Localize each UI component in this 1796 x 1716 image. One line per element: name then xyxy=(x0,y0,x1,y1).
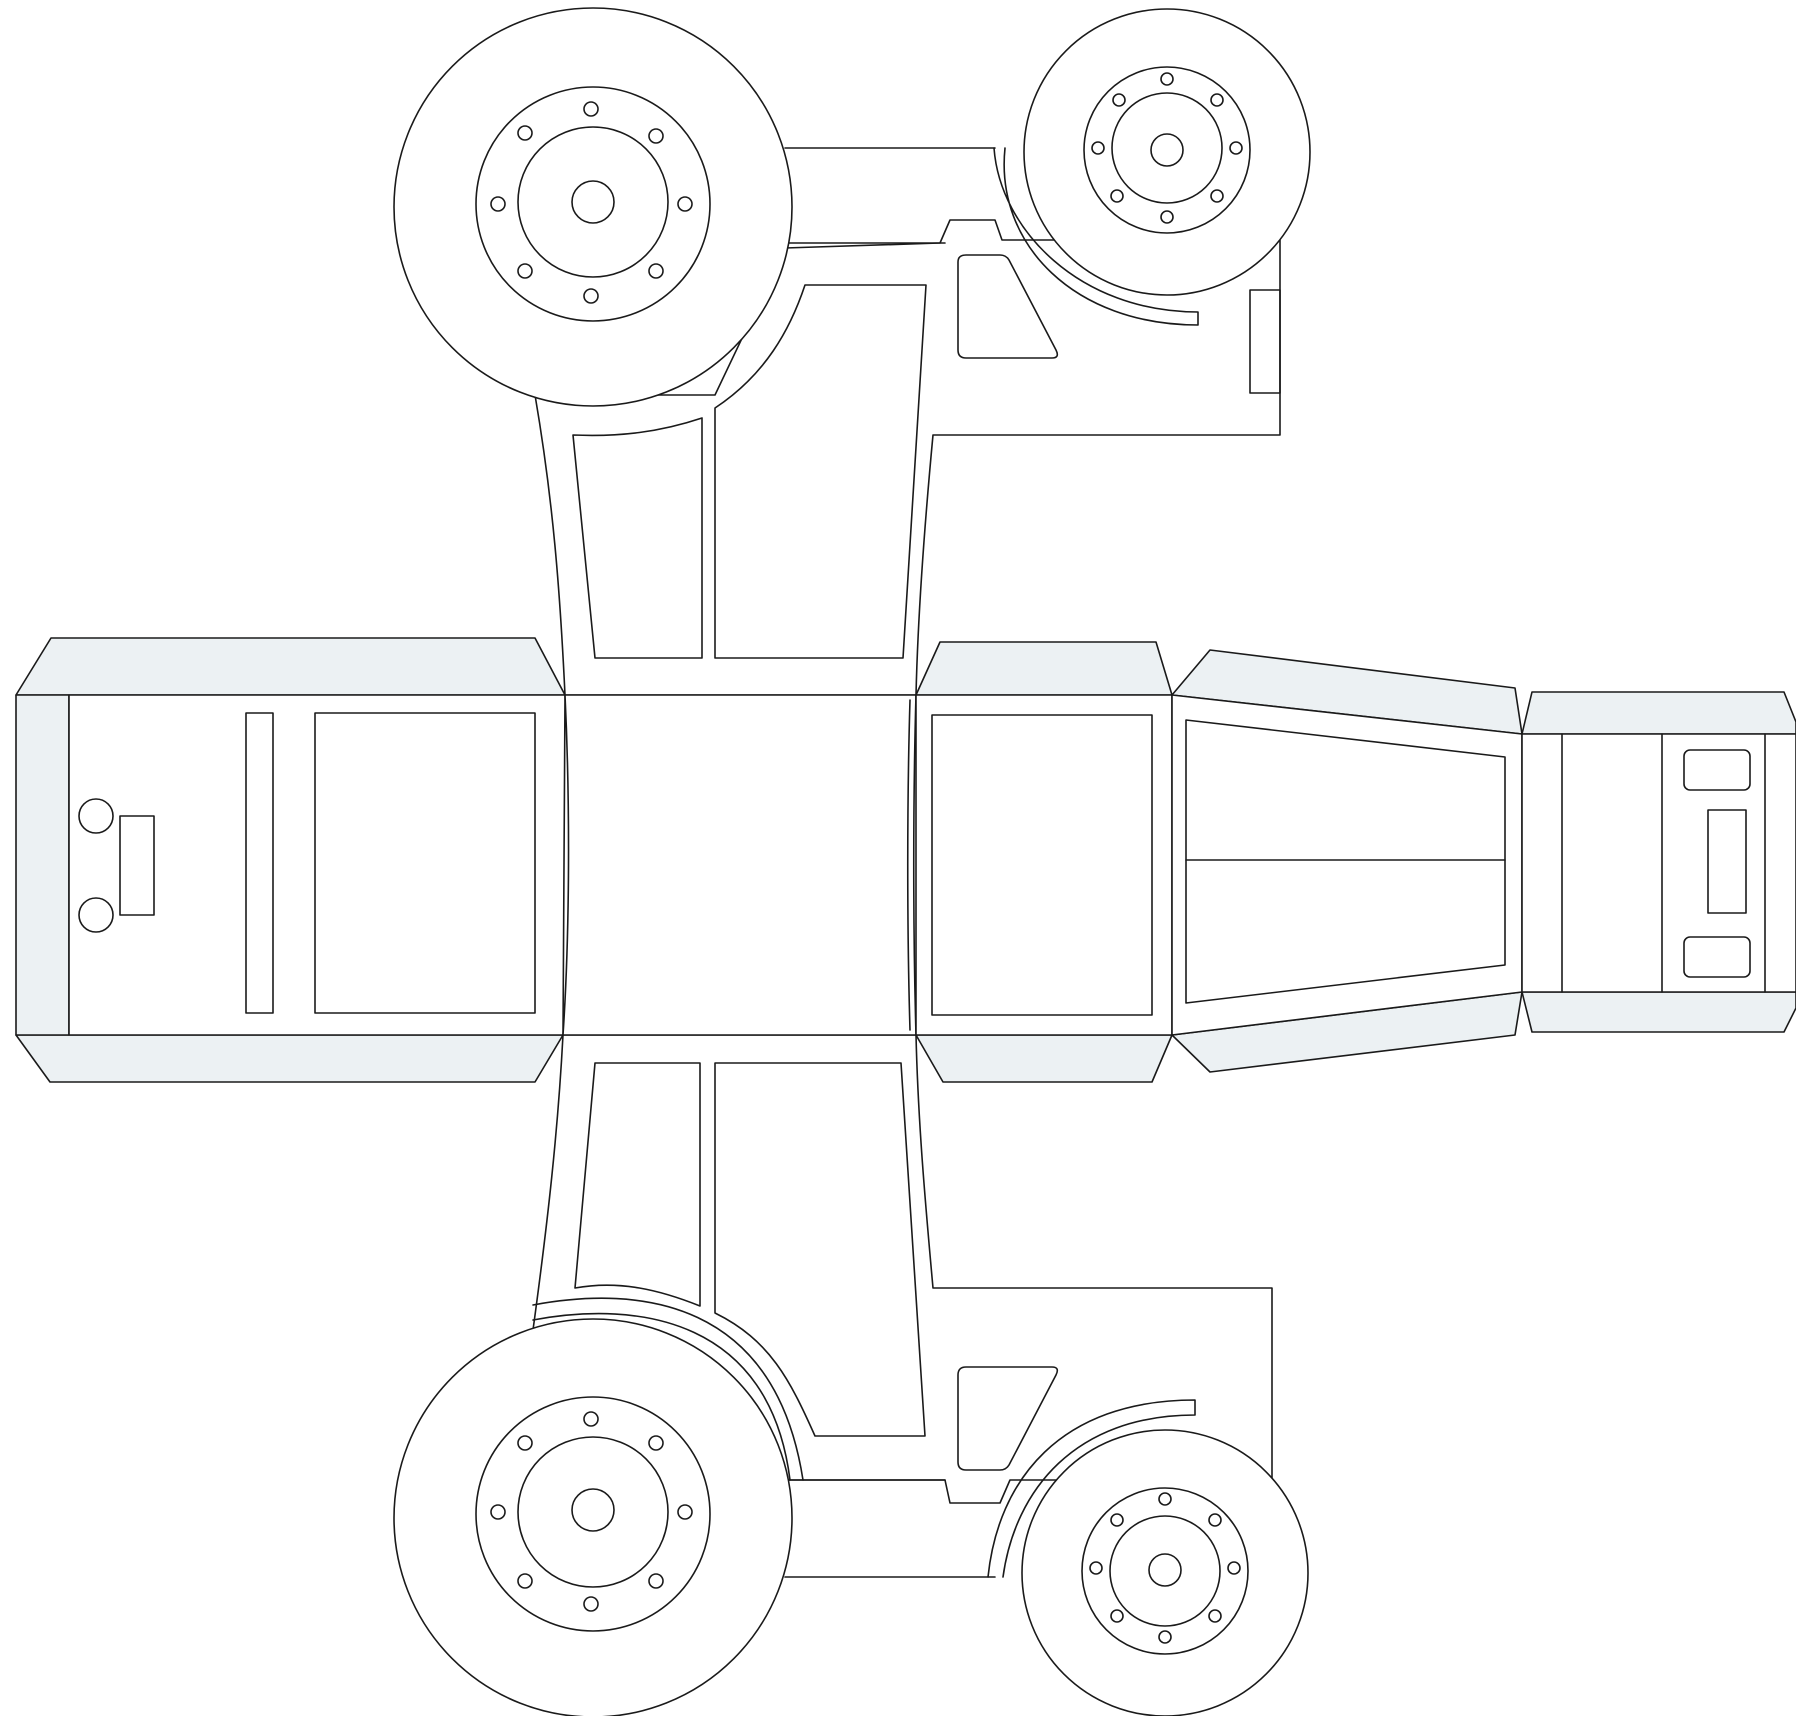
windshield-flap-top xyxy=(915,641,1173,696)
top-side-outline xyxy=(534,219,1281,696)
roof-flap-left xyxy=(15,694,70,1036)
windshield-flap-bottom xyxy=(915,1034,1173,1083)
grille-flap-bottom xyxy=(1521,991,1796,1033)
roof-license-plate xyxy=(119,815,155,916)
rear-wheel-icon xyxy=(393,7,793,407)
windshield-main xyxy=(915,694,1173,1036)
grille-icon xyxy=(1683,749,1751,978)
bottom-door-window xyxy=(714,1062,926,1437)
hood-panel xyxy=(1171,649,1523,1073)
windshield-window xyxy=(931,714,1153,1016)
grille-flap-top xyxy=(1521,691,1796,735)
grille-panel xyxy=(1521,691,1796,1033)
grille-divider-right xyxy=(1661,733,1766,993)
roof-rear-window xyxy=(314,712,536,1014)
bottom-body-strip xyxy=(784,1479,996,1578)
cab-floor-panel xyxy=(562,694,917,1036)
front-wheel-icon xyxy=(1021,1429,1309,1716)
top-side-panel xyxy=(534,147,1281,696)
roof-flap-top xyxy=(15,637,566,696)
hood-top-surface xyxy=(1185,719,1506,1004)
roof-panel xyxy=(15,637,566,1083)
front-wheel-icon xyxy=(1023,8,1311,296)
windshield-panel xyxy=(915,641,1173,1083)
roof-light-bar xyxy=(245,712,274,1014)
rear-wheel-icon xyxy=(393,1318,793,1716)
top-rear-window xyxy=(572,417,703,659)
top-door-window xyxy=(714,284,927,659)
headlight-icon xyxy=(78,798,114,933)
bottom-hood-window xyxy=(957,1366,1059,1471)
bottom-rear-window xyxy=(574,1062,701,1307)
top-exhaust xyxy=(1249,289,1281,394)
top-body-strip xyxy=(784,147,996,244)
top-front-fender xyxy=(993,147,1199,326)
roof-flap-bottom xyxy=(15,1034,564,1083)
bottom-front-fender xyxy=(987,1399,1196,1578)
roof-main xyxy=(68,694,566,1036)
top-hood-window xyxy=(957,254,1059,359)
bottom-rear-fender xyxy=(532,1297,804,1481)
grille-main xyxy=(1521,733,1796,993)
cab-floor-inner-line xyxy=(906,699,911,1031)
